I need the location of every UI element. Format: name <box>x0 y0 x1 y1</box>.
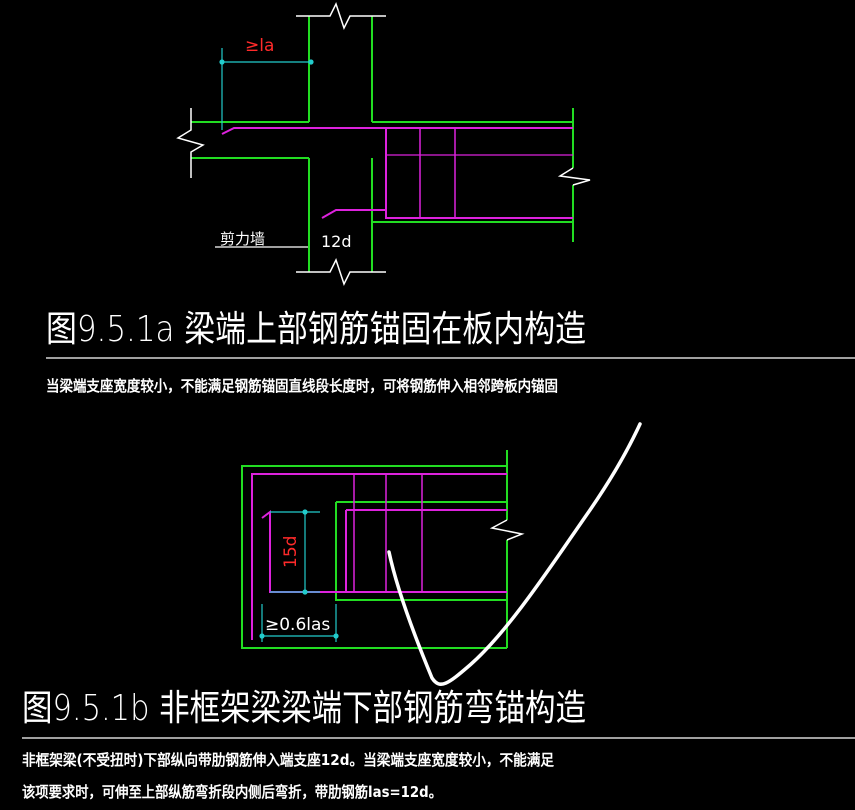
figure-a-label-wall: 剪力墙 <box>220 230 265 248</box>
figure-b-title: 图9.5.1b 非框架梁梁端下部钢筋弯锚构造 <box>22 688 586 729</box>
figure-b-note-line2: 该项要求时，可伸至上部纵筋弯折段内侧后弯折，带肋钢筋las=12d。 <box>22 783 442 801</box>
figure-a-label-12d: 12d <box>321 232 352 251</box>
figure-a: ≥la 剪力墙 12d 图9.5.1a 梁端上部钢筋锚固在板内构造 当梁端支座宽… <box>46 2 855 395</box>
figure-b-dim-15d-label: 15d <box>281 536 301 568</box>
figure-b-note-line1: 非框架梁(不受扭时)下部纵向带肋钢筋伸入端支座12d。当梁端支座宽度较小，不能满… <box>22 751 555 769</box>
figure-a-dimension-la <box>219 48 314 130</box>
figure-a-dim-la-label: ≥la <box>245 36 274 56</box>
figure-b-dimension-15d <box>270 509 320 595</box>
figure-a-rebar <box>221 127 573 219</box>
figure-b-checkmark-annotation <box>387 422 642 686</box>
figure-b: 15d ≥0.6las 图9.5.1b 非框架梁梁端下部钢筋弯锚构造 非框架梁(… <box>22 422 855 801</box>
figure-a-wall-outline <box>176 2 591 286</box>
figure-a-title: 图9.5.1a 梁端上部钢筋锚固在板内构造 <box>46 309 586 350</box>
figure-b-dim-06las-label: ≥0.6las <box>265 615 330 635</box>
figure-a-note: 当梁端支座宽度较小，不能满足钢筋锚固直线段长度时，可将钢筋伸入相邻跨板内锚固 <box>46 377 558 395</box>
figure-b-rebar <box>251 473 507 640</box>
figure-b-dimension-06las <box>259 604 339 642</box>
